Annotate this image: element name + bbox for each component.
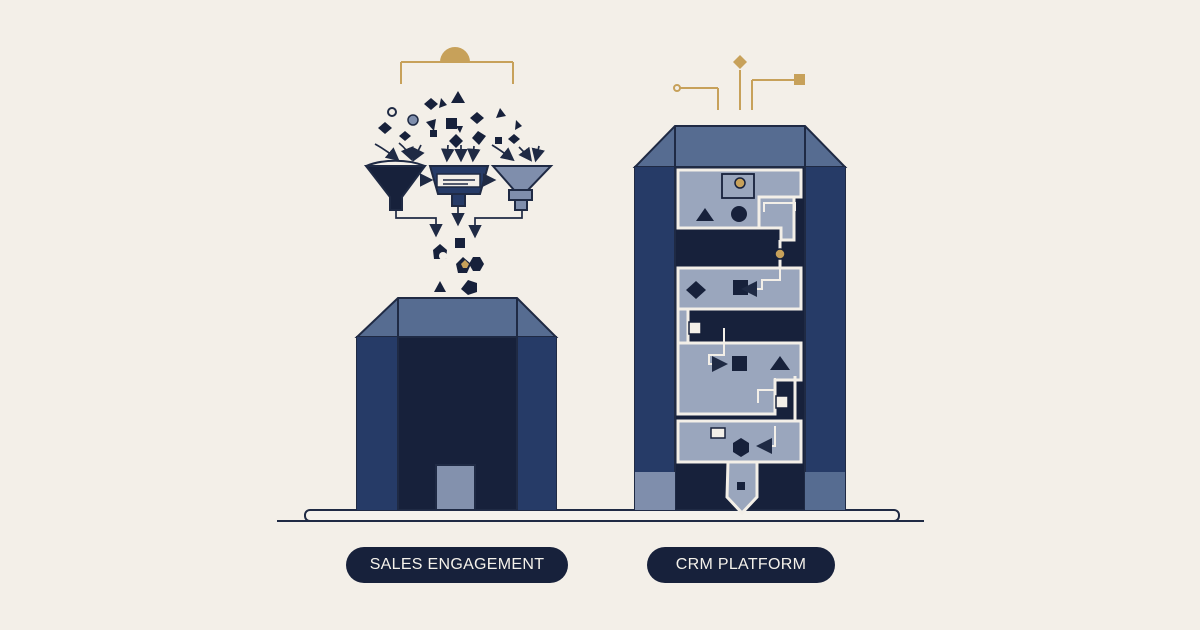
cube-icon (733, 438, 749, 457)
crm-flow-arrows (708, 202, 796, 454)
gold-circle-icon (734, 177, 746, 189)
building-door (435, 464, 476, 511)
gold-circuit-connector (673, 55, 805, 110)
ground-platform (277, 509, 924, 522)
process-arrows (374, 142, 545, 239)
triangle-icon (696, 208, 714, 221)
filter-icon (490, 165, 554, 211)
funnel-icon (363, 159, 427, 211)
crm-process-maze (676, 168, 803, 516)
square-icon (733, 280, 748, 295)
processor-icon (428, 165, 490, 207)
sales-engagement-label: SALES ENGAGEMENT (346, 547, 568, 583)
sales-engagement-building (354, 297, 559, 511)
output-shapes (433, 238, 484, 295)
sales-pipeline-process (363, 47, 554, 295)
crm-platform-label: CRM PLATFORM (647, 547, 835, 583)
crm-platform-building (632, 125, 848, 516)
gold-connector (400, 47, 514, 84)
circle-icon (731, 206, 747, 222)
gold-node-icon (774, 248, 786, 260)
diamond-icon (686, 281, 706, 299)
falling-shapes (378, 91, 522, 148)
